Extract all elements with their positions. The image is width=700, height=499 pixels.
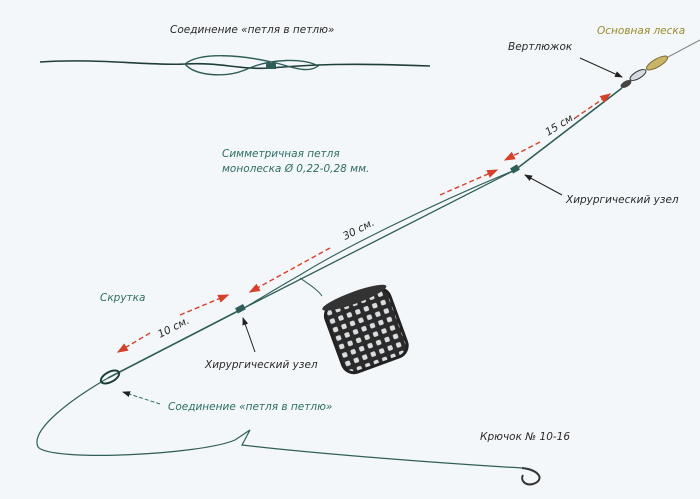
surgical-knot-lower-label: Хирургический узел [204, 359, 318, 371]
bottom-connection-label: Соединение «петля в петлю» [168, 401, 332, 413]
lower-surgical-knot [235, 304, 246, 314]
swivel [620, 39, 700, 88]
top-loop-connection-illustration [39, 55, 431, 76]
lower-knot-pointer-arrow [242, 317, 256, 353]
loop-label-line1: Симметричная петля [222, 148, 340, 160]
twist-label: Скрутка [100, 292, 145, 304]
loop-label-line2: монолеска Ø 0,22-0,28 мм. [222, 163, 369, 175]
hook [521, 467, 541, 486]
hook-label: Крючок № 10-16 [480, 431, 570, 443]
length-30-label: 30 см. [341, 217, 377, 243]
twist-loop [99, 369, 121, 385]
measure-arrows [116, 93, 612, 353]
swivel-label: Вертлюжок [508, 41, 573, 53]
upper-surgical-knot [510, 164, 520, 174]
length-10-label: 10 см. [156, 315, 192, 341]
bottom-connection-pointer-arrow [122, 391, 161, 405]
main-line-label: Основная леска [597, 25, 685, 37]
upper-knot-pointer-arrow [524, 174, 563, 196]
feeder [322, 284, 409, 375]
top-connection-label: Соединение «петля в петлю» [170, 24, 334, 36]
swivel-pointer-arrow [579, 57, 623, 78]
surgical-knot-upper-label: Хирургический узел [565, 194, 679, 206]
